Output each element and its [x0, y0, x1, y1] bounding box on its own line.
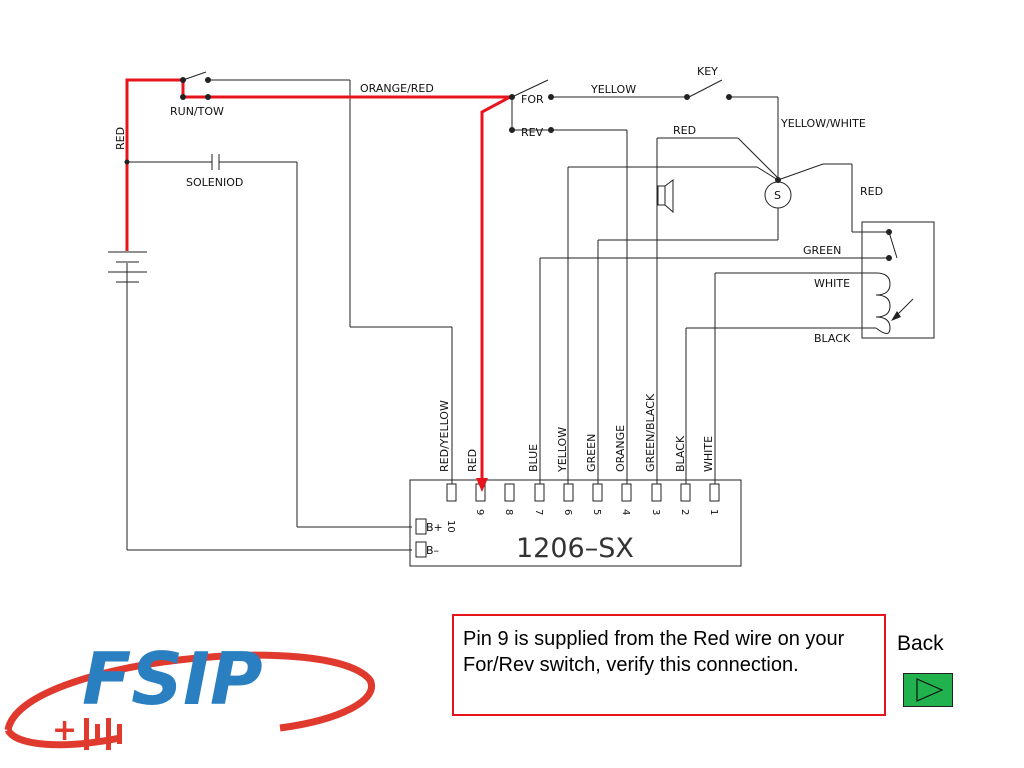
- pin-number: 7: [533, 509, 544, 515]
- wire-label-orange-red: ORANGE/RED: [360, 82, 434, 95]
- wire-label-rev: REV: [521, 126, 544, 139]
- pin-wire-label: BLACK: [674, 435, 687, 472]
- pin-number: 9: [474, 509, 485, 515]
- pin-number: 2: [679, 509, 690, 515]
- pin-number: 8: [503, 509, 514, 515]
- wire-label-red-right: RED: [860, 185, 883, 198]
- fsip-logo: FSIP +: [4, 637, 375, 750]
- wire-label-yellow: YELLOW: [590, 83, 636, 96]
- wire-label-black: BLACK: [814, 332, 851, 345]
- play-arrow-icon: [916, 678, 944, 702]
- pin-wire-label: GREEN/BLACK: [644, 393, 657, 472]
- pin-wire-label: RED/YELLOW: [438, 400, 451, 472]
- controller-bplus-label: B+: [426, 521, 443, 534]
- controller-bminus-label: B–: [426, 544, 439, 557]
- pin-number: 3: [650, 509, 661, 515]
- wire-label-red-left: RED: [114, 127, 127, 150]
- pin-wire-label: WHITE: [702, 436, 715, 472]
- instruction-text: Pin 9 is supplied from the Red wire on y…: [463, 628, 845, 676]
- back-button[interactable]: [903, 673, 953, 707]
- logo-plus: +: [52, 713, 77, 748]
- wire-label-for: FOR: [521, 93, 544, 106]
- pin-number: 10: [445, 520, 456, 533]
- highlighted-red-wire: [125, 78, 511, 484]
- wire-label-green: GREEN: [803, 244, 841, 257]
- wire-label-yellow-white: YELLOW/WHITE: [780, 117, 866, 130]
- pin-wire-label: YELLOW: [556, 427, 569, 473]
- pin-number: 6: [562, 509, 573, 515]
- wire-label-run-tow: RUN/TOW: [170, 105, 224, 118]
- wire-label-red-top: RED: [673, 124, 696, 137]
- back-label: Back: [897, 632, 944, 655]
- pin-wire-label: GREEN: [585, 434, 598, 472]
- wire-label-key: KEY: [697, 65, 718, 78]
- pin-wire-label: RED: [466, 449, 479, 472]
- pin-wire-label: ORANGE: [614, 425, 627, 472]
- controller-model-label: 1206–SX: [516, 533, 634, 564]
- solenoid-label: SOLENIOD: [186, 176, 243, 189]
- pin-number: 1: [708, 509, 719, 515]
- battery-icon: [84, 718, 122, 750]
- wiring-diagram: RED RUN/TOW ORANGE/RED FOR REV YELLOW KE…: [108, 65, 935, 567]
- pin-wire-label: BLUE: [527, 444, 540, 472]
- starter-s-label: S: [774, 189, 781, 202]
- logo-wordmark: FSIP: [82, 637, 263, 721]
- wire-label-white: WHITE: [814, 277, 850, 290]
- instruction-note: Pin 9 is supplied from the Red wire on y…: [452, 614, 886, 716]
- pin-number: 4: [620, 509, 631, 515]
- pin-number: 5: [591, 509, 602, 515]
